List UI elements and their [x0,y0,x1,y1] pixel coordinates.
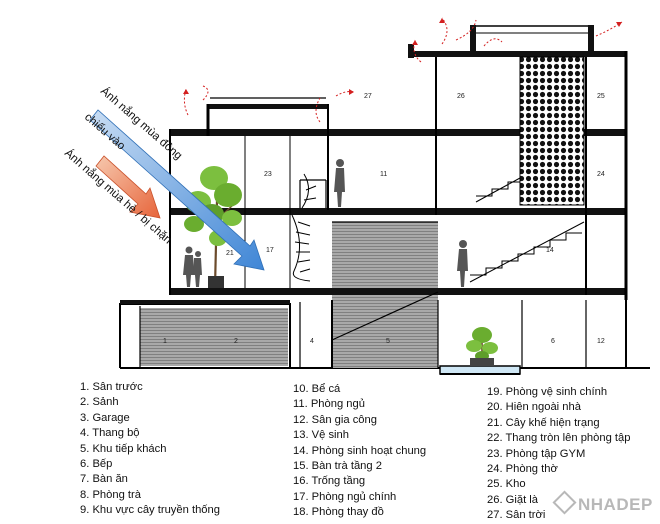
legend-item: 20. Hiên ngoài nhà [487,401,581,414]
second-floor-slab [170,129,626,136]
ground-floor-slab [170,288,626,295]
legend-item: 13. Vệ sinh [293,429,349,442]
winter-sun-arrow [89,109,265,271]
circular-stair [291,214,311,282]
legend-item: 4. Thang bộ [80,427,140,440]
person-figures-garden [183,246,202,287]
diamond-icon [552,490,577,515]
legend-item: 24. Phòng thờ [487,463,558,476]
legend-item: 23. Phòng tập GYM [487,447,586,460]
room-number: 5 [386,338,390,345]
room-number: 27 [364,93,372,100]
legend-item: 14. Phòng sinh hoạt chung [293,444,427,457]
room-number: 4 [310,338,314,345]
first-floor-slab [170,208,626,215]
legend-column-3: 19. Phòng vệ sinh chính 20. Hiên ngoài n… [487,385,630,524]
room-number: 14 [546,247,554,254]
legend-column-1: 1. Sân trước 2. Sảnh 3. Garage 4. Thang … [80,380,220,519]
room-number: 17 [266,247,274,254]
legend-item: 8. Phòng trà [80,488,141,501]
legend-item: 1. Sân trước [80,381,143,393]
legend-item: 19. Phòng vệ sinh chính [487,386,608,398]
legend-item: 17. Phòng ngủ chính [293,490,397,503]
watermark-logo: NHADEP [552,490,653,515]
legend-item: 22. Thang tròn lên phòng tập [487,432,631,445]
room-number: 21 [226,250,234,257]
room-number: 2 [234,338,238,345]
room-number: 11 [380,171,387,178]
roof-slab [408,51,626,57]
mezzanine-roof [208,104,328,109]
sunken-garden-pool [439,365,521,375]
room-number: 12 [597,338,605,345]
room-number: 1 [163,338,167,345]
room-number: 6 [551,338,555,345]
basement-hatch-left [140,308,288,366]
legend-item: 9. Khu vực cây truyền thống [80,504,220,517]
summer-sun-label: Ánh nắng mùa hè / bị chặn [62,146,174,246]
legend-item: 12. Sân gia công [293,413,377,426]
legend-item: 7. Bàn ăn [80,473,128,486]
watermark-text: NHADEP [578,495,653,514]
legend-item: 11. Phòng ngủ [293,398,365,411]
legend-item: 2. Sảnh [80,396,119,409]
summer-sun-arrow [95,155,161,219]
person-figure-upper [334,159,345,207]
legend-item: 18. Phòng thay đồ [293,506,384,519]
legend-item: 3. Garage [80,411,130,424]
legend-item: 21. Cây khế hiện trạng [487,416,600,429]
legend-item: 16. Trống tầng [293,475,366,488]
room-number: 26 [457,93,465,100]
legend-item: 15. Bàn trà tầng 2 [293,460,382,473]
room-number: 25 [597,93,605,100]
stair-second-floor [476,181,520,197]
legend-item: 6. Bếp [80,458,113,471]
legend-item: 10. Bể cá [293,383,341,395]
room-number: 24 [597,171,605,178]
garden-tree [466,327,498,366]
legend-item: 26. Giặt là [487,493,538,506]
person-figure-right [457,240,468,287]
perforated-screen [520,57,584,205]
stair-first-floor [470,232,582,276]
room-number: 23 [264,171,272,178]
legend-item: 25. Kho [487,478,526,491]
legend-column-2: 10. Bể cá 11. Phòng ngủ 12. Sân gia công… [293,382,426,521]
legend-item: 5. Khu tiếp khách [80,442,167,455]
legend-item: 27. Sân trời [487,509,546,522]
